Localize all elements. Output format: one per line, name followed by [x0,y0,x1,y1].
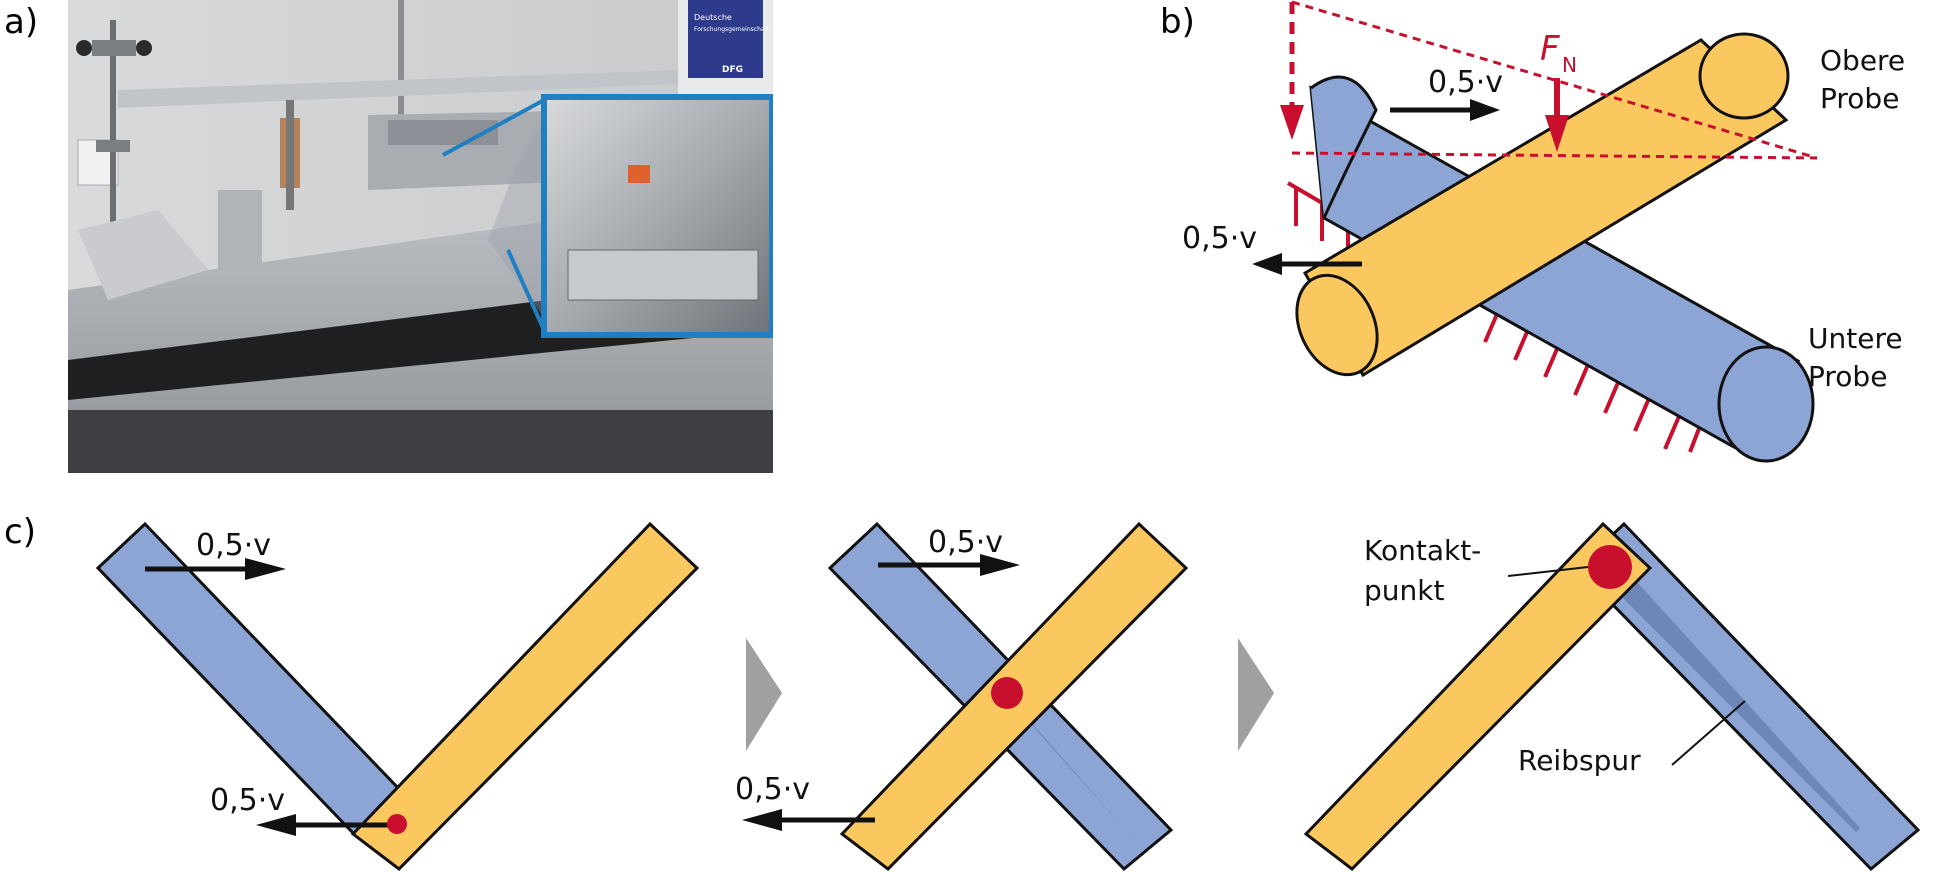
normal-force-subscript: N [1562,53,1577,77]
friction-track-label: Reibspur [1518,744,1641,777]
sequence-step-3: Kontakt- punkt Reibspur [1303,521,1921,872]
dfg-sign-line1: Deutsche [694,13,732,22]
contact-point-label-line2: punkt [1364,574,1444,607]
lower-velocity-label: 0,5·v [1182,221,1257,256]
crossed-cylinders-diagram: F N 0,5·v 0,5·v Obere Probe Untere Probe [1182,0,1905,463]
test-rig-photo: Deutsche Forschungsgemeinschaft DFG [68,0,773,473]
step2-top-velocity-label: 0,5·v [928,525,1003,560]
upper-velocity-arrow-head [1470,99,1500,121]
panel-label-b: b) [1160,2,1195,42]
panel-label-c: c) [4,512,36,552]
step-arrow-1 [746,638,782,751]
step-arrow-2 [1238,638,1274,751]
step2-contact-point [991,677,1023,709]
step1-contact-point [387,814,407,834]
sequence-step-1: 0,5·v 0,5·v [95,521,700,871]
step1-bottom-velocity-label: 0,5·v [210,783,285,818]
step1-top-velocity-label: 0,5·v [196,528,271,563]
dfg-logo-text: DFG [722,65,743,75]
lower-specimen-label-line2: Probe [1808,360,1887,393]
contact-sequence-diagram: 0,5·v 0,5·v 0,5·v 0,5·v Kontakt- punkt R… [95,521,1921,872]
normal-force-label: F [1540,29,1560,69]
sequence-step-2: 0,5·v 0,5·v [735,521,1189,872]
contact-point-label-line1: Kontakt- [1364,534,1481,567]
step2-bottom-velocity-label: 0,5·v [735,772,810,807]
dfg-sign [688,0,763,78]
step3-contact-point [1588,545,1632,589]
lower-specimen-label-line1: Untere [1808,322,1903,355]
lower-velocity-arrow-head [1252,253,1282,275]
dashed-force-arrow-head [1280,105,1304,140]
lower-cylinder [1309,75,1815,463]
panel-label-a: a) [4,2,39,42]
upper-specimen-label-line1: Obere [1820,44,1905,77]
upper-specimen-label-line2: Probe [1820,82,1899,115]
upper-velocity-label: 0,5·v [1428,65,1503,100]
upper-cylinder [1295,32,1790,378]
dfg-sign-line2: Forschungsgemeinschaft [694,26,770,33]
test-rig-illustration: Deutsche Forschungsgemeinschaft DFG [68,0,773,473]
normal-force-arrow-head [1545,115,1569,152]
